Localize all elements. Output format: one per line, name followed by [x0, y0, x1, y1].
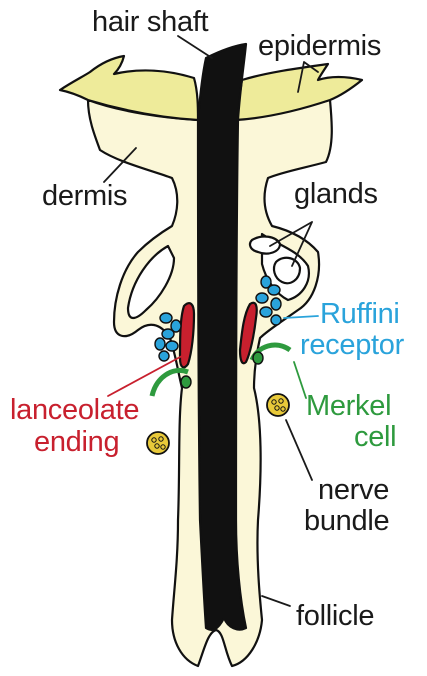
leader-nerve-bundle	[286, 420, 312, 480]
label-dermis: dermis	[42, 180, 127, 212]
gland-lower	[274, 258, 300, 283]
label-merkel-line2: cell	[354, 421, 396, 453]
nerve-bundle-right	[267, 394, 289, 416]
leader-follicle	[262, 596, 290, 606]
label-follicle: follicle	[296, 600, 374, 632]
nerve-bundle-left	[147, 432, 169, 454]
label-glands: glands	[294, 178, 378, 210]
label-ruffini-line1: Ruffini	[320, 298, 400, 330]
gland-upper	[250, 237, 280, 254]
label-nerve-line2: bundle	[304, 505, 389, 537]
label-nerve-line1: nerve	[318, 474, 389, 506]
label-ruffini-line2: receptor	[300, 329, 404, 361]
leader-hair-shaft	[178, 36, 212, 58]
leader-lanceolate	[108, 356, 182, 396]
label-hair-shaft: hair shaft	[92, 6, 208, 38]
epidermis-left	[60, 56, 198, 120]
label-lanceolate-line2: ending	[34, 426, 119, 458]
label-merkel-line1: Merkel	[306, 390, 391, 422]
leader-merkel	[294, 362, 306, 398]
label-epidermis: epidermis	[258, 30, 381, 62]
label-lanceolate-line1: lanceolate	[10, 394, 139, 426]
